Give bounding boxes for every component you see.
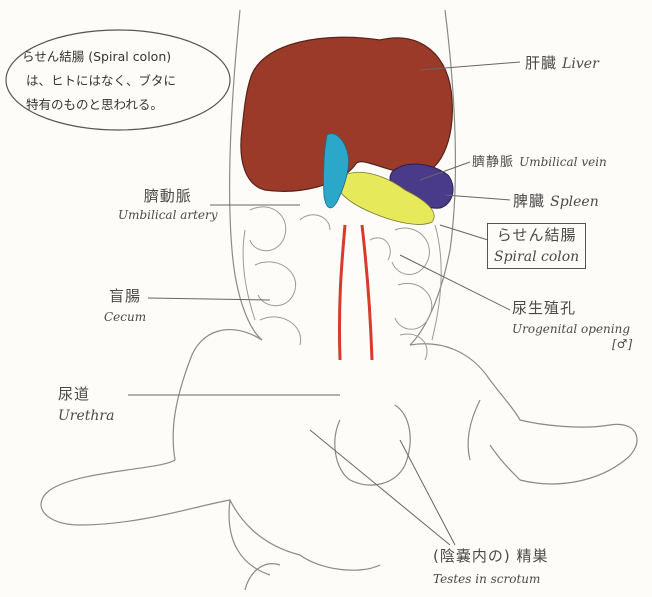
note-line-2: は、ヒトにはなく、ブタに [26, 70, 176, 89]
note-line-1: らせん結腸 (Spiral colon) [22, 46, 171, 65]
testes-label-jp: (陰嚢内の) 精巣 [433, 548, 548, 565]
testes-label-en: Testes in scrotum [433, 573, 548, 586]
umbilical-artery-left [339, 225, 345, 360]
umbilical-artery-label-en: Umbilical artery [118, 209, 218, 222]
liver-label: 肝臓 Liver [525, 54, 599, 72]
urogenital-opening-label-en: Urogenital opening [512, 323, 632, 336]
urogenital-opening-sex-label: [♂] [512, 338, 632, 351]
cecum-label: 盲腸 Cecum [104, 288, 146, 324]
spleen-label-en: Spleen [550, 194, 599, 210]
urethra-label: 尿道 Urethra [58, 386, 114, 424]
spiral-colon-label-en: Spiral colon [494, 250, 579, 265]
liver-label-jp: 肝臓 [525, 54, 557, 72]
urethra-label-jp: 尿道 [58, 386, 114, 403]
umbilical-vein-label-en: Umbilical vein [519, 155, 607, 169]
urogenital-opening-label-jp: 尿生殖孔 [512, 300, 632, 317]
spleen-label-jp: 脾臓 [513, 192, 545, 210]
umbilical-artery-right [362, 225, 372, 360]
urethra-label-en: Urethra [58, 409, 114, 424]
note-line-3: 特有のものと思われる。 [26, 94, 163, 113]
spiral-colon-label-jp: らせん結腸 [494, 227, 579, 244]
liver-label-en: Liver [562, 56, 599, 72]
urogenital-opening-label: 尿生殖孔 Urogenital opening [♂] [512, 300, 632, 351]
umbilical-vein-label: 臍静脈 Umbilical vein [472, 152, 607, 170]
umbilical-vein-label-jp: 臍静脈 [472, 155, 514, 170]
umbilical-artery-label: 臍動脈 Umbilical artery [118, 188, 218, 222]
testes-label: (陰嚢内の) 精巣 Testes in scrotum [433, 548, 548, 586]
spiral-colon-label: らせん結腸 Spiral colon [487, 223, 586, 269]
cecum-label-jp: 盲腸 [104, 288, 146, 305]
cecum-label-en: Cecum [104, 311, 146, 324]
umbilical-artery-label-jp: 臍動脈 [118, 188, 218, 205]
spleen-label: 脾臓 Spleen [513, 192, 599, 210]
